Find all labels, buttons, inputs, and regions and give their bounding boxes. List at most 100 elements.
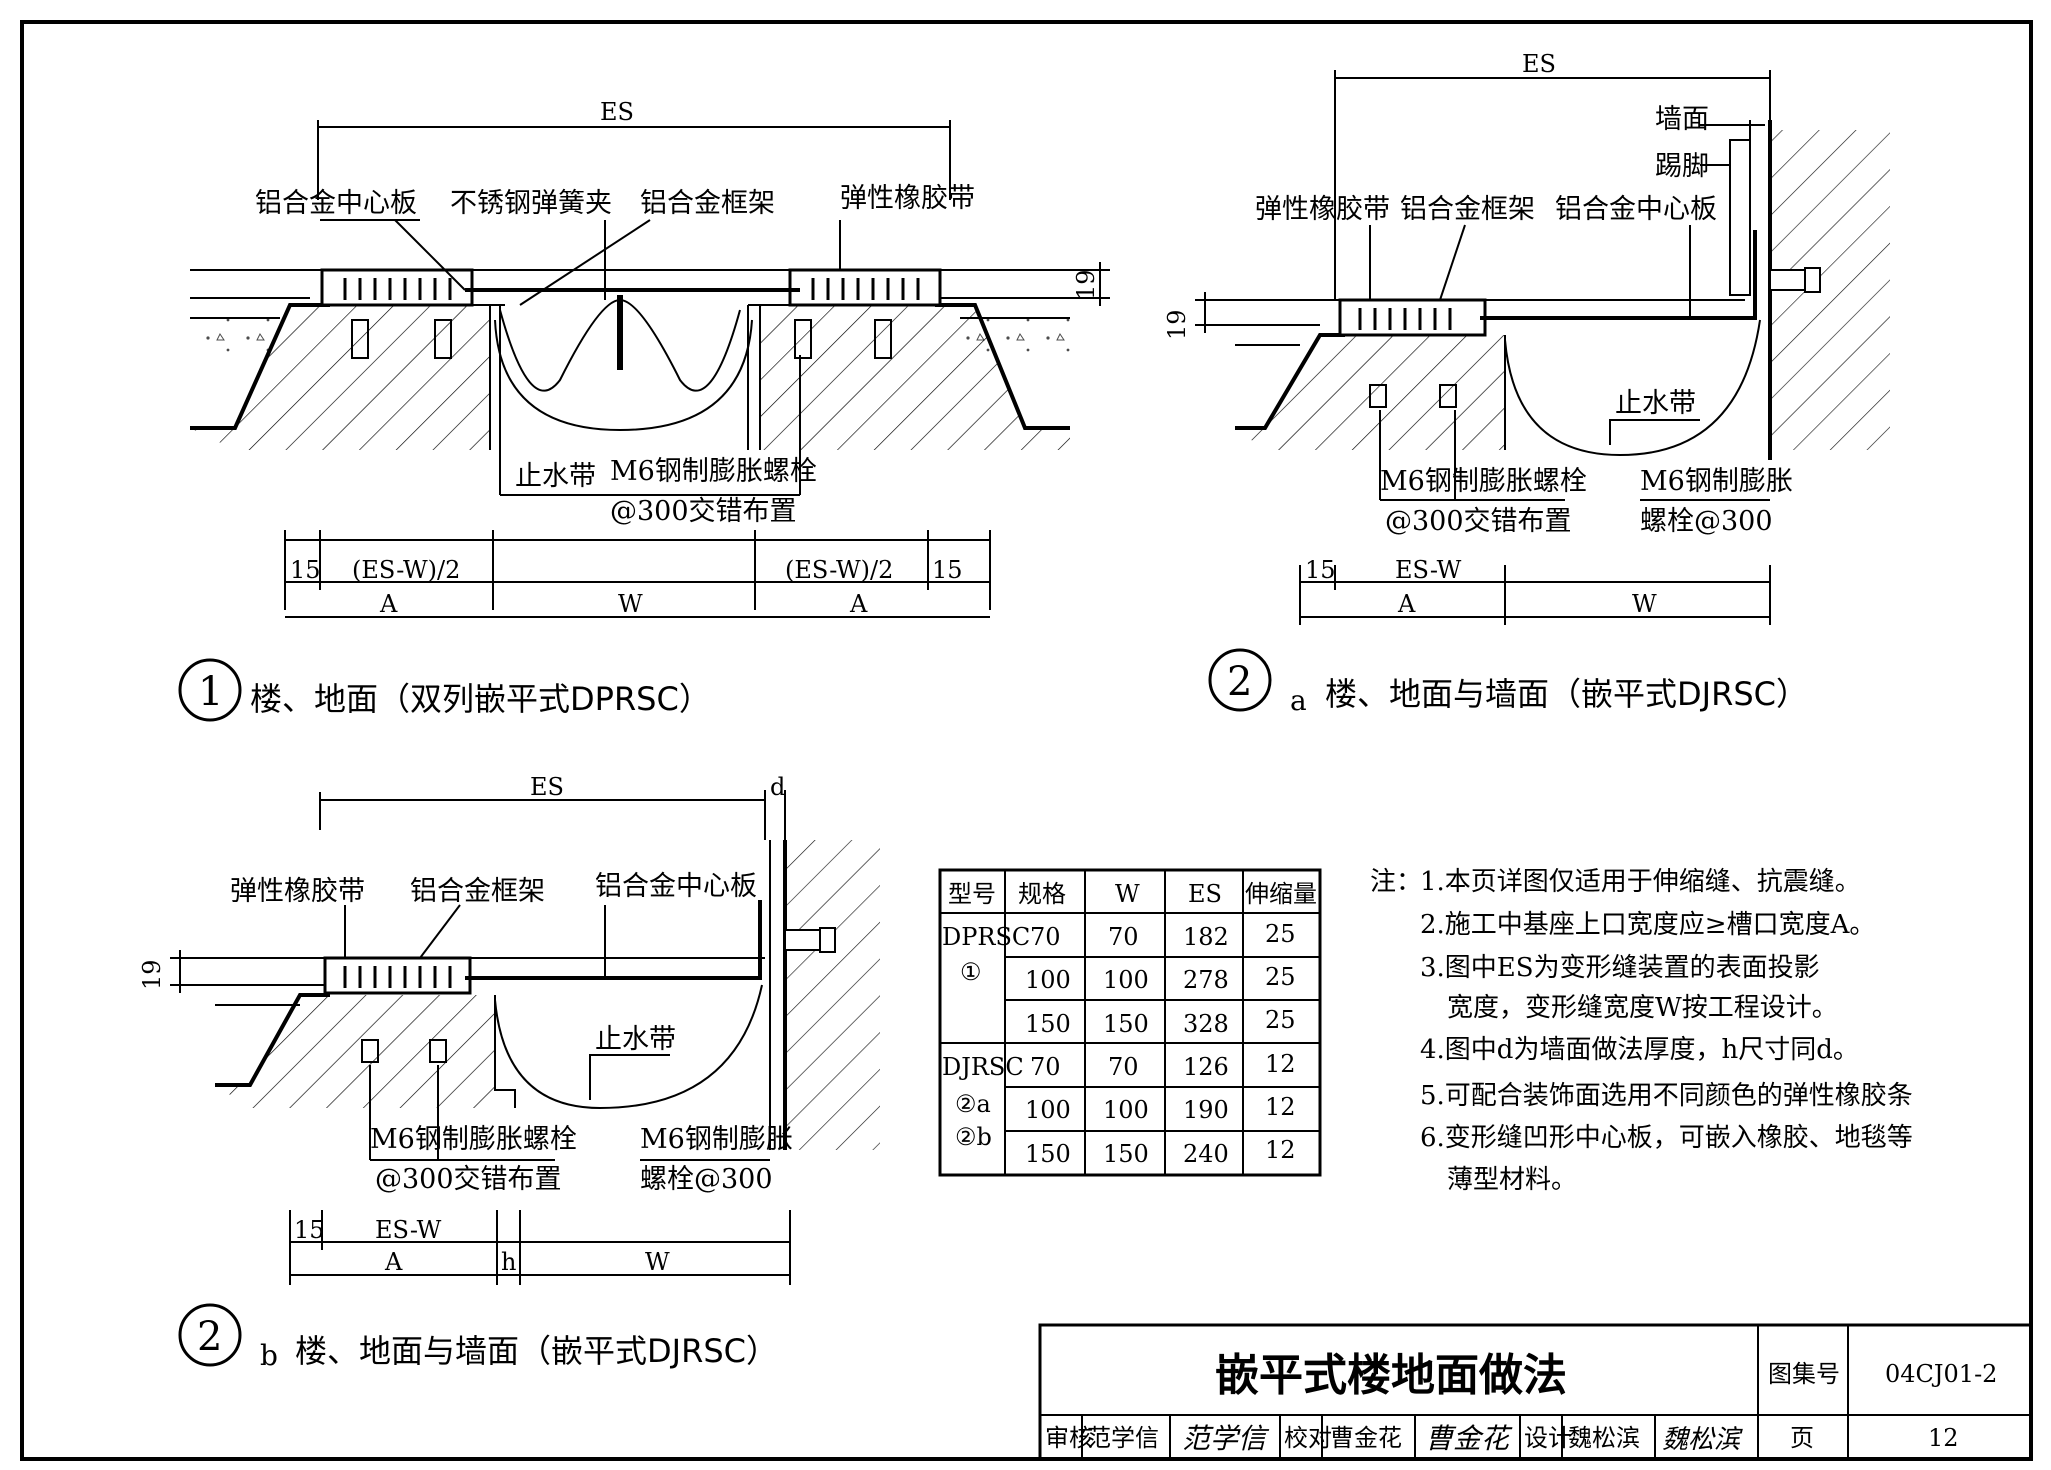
- d2b-label-waterstop: 止水带: [595, 1024, 676, 1055]
- table-cell: 190: [1183, 1096, 1229, 1124]
- note-line: 5.可配合装饰面选用不同颜色的弹性橡胶条: [1420, 1081, 1913, 1111]
- d1-label-rubber: 弹性橡胶带: [840, 183, 975, 214]
- d1-dim-esw-left: (ES-W)/2: [352, 556, 460, 584]
- table-header-w: W: [1115, 880, 1140, 908]
- d1-es-label: ES: [600, 98, 634, 126]
- note-line: 2.施工中基座上口宽度应≥槽口宽度A。: [1420, 910, 1875, 940]
- d2b-dim-esw: ES-W: [375, 1216, 442, 1244]
- d2b-label-boltw2: 螺栓@300: [640, 1164, 773, 1195]
- table-cell: 328: [1183, 1010, 1229, 1038]
- d1-label-frame: 铝合金框架: [640, 188, 775, 219]
- table-header-spec: 规格: [1018, 880, 1066, 908]
- note-line: 薄型材料。: [1447, 1165, 1577, 1195]
- notes: 注： 1.本页详图仅适用于伸缩缝、抗震缝。 2.施工中基座上口宽度应≥槽口宽度A…: [1370, 867, 1913, 1195]
- d2a-title: 楼、地面与墙面（嵌平式DJRSC）: [1325, 675, 1808, 713]
- d1-number: 1: [198, 669, 223, 715]
- d2b-number-circle: [178, 1303, 242, 1367]
- designer-name: 魏松滨: [1568, 1424, 1640, 1452]
- d2b-dim-w: W: [645, 1248, 670, 1276]
- d2b-label-bolt1: M6钢制膨胀螺栓: [370, 1124, 577, 1155]
- page-number: 12: [1928, 1424, 1959, 1452]
- d2b-dim-15: 15: [294, 1216, 325, 1244]
- sheet-title: 嵌平式楼地面做法: [1215, 1350, 1567, 1401]
- d2b-sub: b: [260, 1339, 278, 1372]
- d2b-label-boltw1: M6钢制膨胀: [640, 1124, 793, 1155]
- table-header-travel: 伸缩量: [1245, 880, 1317, 908]
- title-block: 嵌平式楼地面做法 图集号 04CJ01-2 审核 范学信 范学信 校对 曹金花 …: [1038, 1323, 2033, 1461]
- d2a-dim-19: 19: [1163, 309, 1191, 340]
- d2b-label-center-plate: 铝合金中心板: [595, 871, 757, 902]
- d2b-dim-a: A: [384, 1248, 403, 1276]
- detail-1: ES: [178, 98, 1110, 722]
- table-model-dprsc: DPRSC: [942, 923, 1030, 951]
- d1-dim-15b: 15: [932, 556, 963, 584]
- checker-name: 曹金花: [1330, 1424, 1402, 1452]
- table-cell: 70: [1030, 923, 1061, 951]
- table-cell: 126: [1183, 1053, 1229, 1081]
- atlas-label: 图集号: [1768, 1360, 1840, 1388]
- d2a-number: 2: [1227, 659, 1252, 705]
- checker-signature: 曹金花: [1425, 1422, 1513, 1455]
- d2a-es-label: ES: [1522, 50, 1556, 78]
- reviewer-signature: 范学信: [1182, 1422, 1270, 1455]
- d1-dim-a-left: A: [379, 590, 398, 618]
- d2a-label-bolt2: @300交错布置: [1385, 506, 1572, 537]
- d2a-label-rubber: 弹性橡胶带: [1255, 194, 1390, 225]
- reviewer-name: 范学信: [1087, 1424, 1159, 1452]
- detail-2a: ES 19 墙面 踢脚 弹性橡胶带: [1163, 50, 1890, 717]
- d2b-dim-19: 19: [138, 959, 166, 990]
- table-cell: 150: [1025, 1140, 1071, 1168]
- sheet-border: [20, 20, 2033, 1461]
- d2b-label-frame: 铝合金框架: [410, 876, 545, 907]
- d1-dim-w: W: [618, 590, 643, 618]
- d2b-d-label: d: [770, 773, 785, 801]
- table-cell: 100: [1103, 966, 1149, 994]
- d2a-label-frame: 铝合金框架: [1400, 194, 1535, 225]
- table-cell: 240: [1183, 1140, 1229, 1168]
- d2a-label-bolt1: M6钢制膨胀螺栓: [1380, 466, 1587, 497]
- d2a-dim-15: 15: [1305, 556, 1336, 584]
- d2b-number: 2: [197, 1314, 222, 1360]
- d2b-title: 楼、地面与墙面（嵌平式DJRSC）: [295, 1332, 778, 1370]
- table-cell: 100: [1103, 1096, 1149, 1124]
- table-cell: 25: [1265, 963, 1296, 991]
- note-line: 宽度，变形缝宽度W按工程设计。: [1447, 993, 1838, 1023]
- table-cell: 150: [1103, 1010, 1149, 1038]
- d1-title: 楼、地面（双列嵌平式DPRSC）: [250, 680, 711, 718]
- table-model-djrsc-a: ②a: [955, 1090, 991, 1118]
- d2a-dim-w: W: [1632, 590, 1657, 618]
- page-label: 页: [1790, 1424, 1814, 1452]
- d1-dim-15a: 15: [290, 556, 321, 584]
- d2a-label-boltw1: M6钢制膨胀: [1640, 466, 1793, 497]
- d2a-dim-esw: ES-W: [1395, 556, 1462, 584]
- notes-prefix: 注：: [1370, 867, 1422, 897]
- table-cell: 100: [1025, 1096, 1071, 1124]
- table-model-djrsc-b: ②b: [955, 1123, 992, 1151]
- table-row: 70 70 126 12: [1030, 1050, 1296, 1081]
- d1-label-spring-clip: 不锈钢弹簧夹: [450, 188, 612, 219]
- note-line: 1.本页详图仅适用于伸缩缝、抗震缝。: [1420, 867, 1861, 897]
- d1-label-bolt2: @300交错布置: [610, 496, 797, 527]
- atlas-number: 04CJ01-2: [1885, 1360, 1997, 1388]
- table-cell: 12: [1265, 1050, 1296, 1078]
- note-line: 3.图中ES为变形缝装置的表面投影: [1420, 953, 1820, 983]
- d2a-label-skirt: 踢脚: [1655, 151, 1709, 182]
- table-cell: 25: [1265, 920, 1296, 948]
- d2a-number-circle: [1208, 648, 1272, 712]
- check-label: 校对: [1284, 1424, 1332, 1452]
- d2b-es-label: ES: [530, 773, 564, 801]
- table-cell: 70: [1030, 1053, 1061, 1081]
- d2b-label-rubber: 弹性橡胶带: [230, 876, 365, 907]
- table-cell: 150: [1103, 1140, 1149, 1168]
- table-row: 100 100 278 25: [1025, 963, 1296, 994]
- designer-signature: 魏松滨: [1662, 1425, 1743, 1455]
- d2a-label-boltw2: 螺栓@300: [1640, 506, 1773, 537]
- detail-2b: ES d 19 弹性橡胶带 铝合金框架 铝合金中心板 止水带: [138, 773, 880, 1372]
- d2a-label-center-plate: 铝合金中心板: [1555, 194, 1717, 225]
- table-cell: 100: [1025, 966, 1071, 994]
- table-cell: 70: [1108, 923, 1139, 951]
- d1-number-circle: [178, 658, 242, 722]
- design-label: 设计: [1524, 1424, 1572, 1452]
- note-line: 4.图中d为墙面做法厚度，h尺寸同d。: [1420, 1035, 1859, 1065]
- table-cell: 25: [1265, 1006, 1296, 1034]
